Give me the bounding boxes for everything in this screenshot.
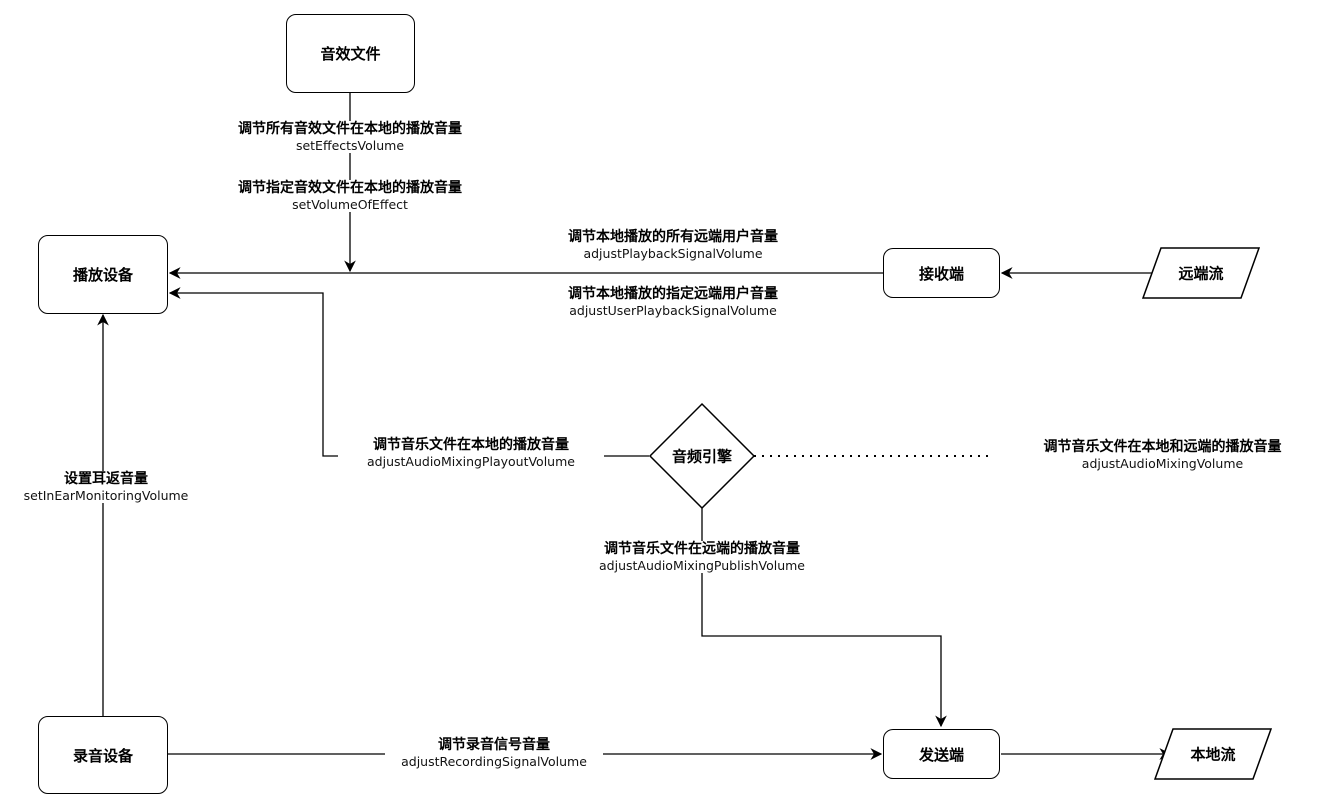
playback-device-node[interactable]: 播放设备 bbox=[38, 235, 168, 314]
label-effects-volume: 调节所有音效文件在本地的播放音量 setEffectsVolume bbox=[205, 121, 495, 153]
label-mixing-volume-cn: 调节音乐文件在本地和远端的播放音量 bbox=[1043, 439, 1282, 455]
label-recording-signal: 调节录音信号音量 adjustRecordingSignalVolume bbox=[385, 737, 603, 769]
local-stream-shape bbox=[1153, 728, 1273, 780]
label-mixing-publish-cn: 调节音乐文件在远端的播放音量 bbox=[604, 541, 800, 557]
label-volume-of-effect-cn: 调节指定音效文件在本地的播放音量 bbox=[238, 180, 462, 196]
label-effects-volume-en: setEffectsVolume bbox=[295, 137, 405, 153]
label-playback-signal-en: adjustPlaybackSignalVolume bbox=[583, 245, 763, 261]
effects-file-node[interactable]: 音效文件 bbox=[286, 14, 415, 93]
label-playback-signal: 调节本地播放的所有远端用户音量 adjustPlaybackSignalVolu… bbox=[535, 229, 811, 261]
label-playback-signal-cn: 调节本地播放的所有远端用户音量 bbox=[568, 229, 778, 245]
label-recording-signal-en: adjustRecordingSignalVolume bbox=[401, 753, 587, 769]
label-ear-monitoring: 设置耳返音量 setInEarMonitoringVolume bbox=[10, 471, 202, 503]
label-mixing-volume: 调节音乐文件在本地和远端的播放音量 adjustAudioMixingVolum… bbox=[1005, 439, 1320, 471]
audio-engine-shape bbox=[648, 402, 756, 510]
label-volume-of-effect-en: setVolumeOfEffect bbox=[292, 196, 408, 212]
label-recording-signal-cn: 调节录音信号音量 bbox=[438, 737, 550, 753]
label-user-playback-signal: 调节本地播放的指定远端用户音量 adjustUserPlaybackSignal… bbox=[535, 286, 811, 318]
label-user-playback-signal-en: adjustUserPlaybackSignalVolume bbox=[569, 302, 777, 318]
label-ear-monitoring-cn: 设置耳返音量 bbox=[64, 471, 148, 487]
label-mixing-playout: 调节音乐文件在本地的播放音量 adjustAudioMixingPlayoutV… bbox=[338, 437, 604, 469]
remote-stream-label: 远端流 bbox=[1178, 264, 1224, 283]
label-ear-monitoring-en: setInEarMonitoringVolume bbox=[23, 487, 189, 503]
receiver-node[interactable]: 接收端 bbox=[883, 248, 1000, 298]
remote-stream-shape bbox=[1141, 247, 1261, 299]
audio-engine-label: 音频引擎 bbox=[671, 447, 733, 466]
label-mixing-playout-cn: 调节音乐文件在本地的播放音量 bbox=[373, 437, 569, 453]
label-user-playback-signal-cn: 调节本地播放的指定远端用户音量 bbox=[568, 286, 778, 302]
label-mixing-volume-en: adjustAudioMixingVolume bbox=[1081, 455, 1244, 471]
label-mixing-publish-en: adjustAudioMixingPublishVolume bbox=[599, 557, 805, 573]
recording-device-node[interactable]: 录音设备 bbox=[38, 716, 168, 794]
label-effects-volume-cn: 调节所有音效文件在本地的播放音量 bbox=[238, 121, 462, 137]
label-mixing-playout-en: adjustAudioMixingPlayoutVolume bbox=[367, 453, 575, 469]
label-volume-of-effect: 调节指定音效文件在本地的播放音量 setVolumeOfEffect bbox=[205, 180, 495, 212]
label-mixing-publish: 调节音乐文件在远端的播放音量 adjustAudioMixingPublishV… bbox=[566, 541, 838, 573]
sender-node[interactable]: 发送端 bbox=[883, 729, 1000, 779]
local-stream-label: 本地流 bbox=[1190, 745, 1236, 764]
